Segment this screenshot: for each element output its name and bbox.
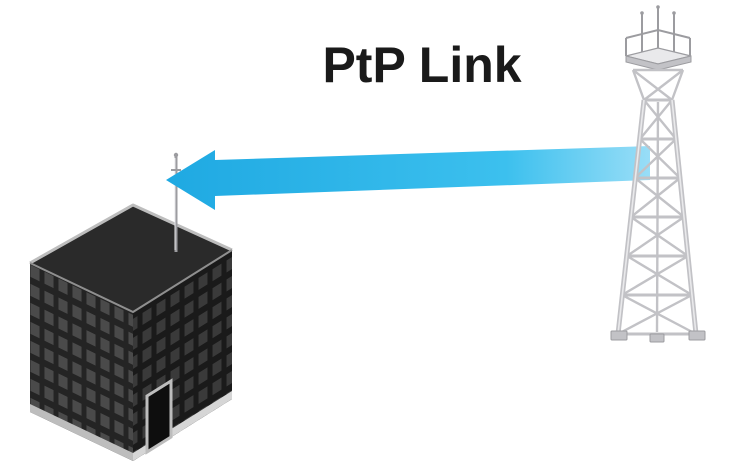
lattice-radio-tower (610, 5, 706, 343)
building-roof (30, 205, 232, 312)
ptp-link-arrow (166, 146, 650, 210)
building-cornice (29, 249, 233, 313)
building-base-left (30, 404, 133, 461)
building-roof-trim (29, 203, 233, 265)
tower-railing (625, 28, 691, 56)
tower-head-taper (631, 68, 685, 101)
building-door (145, 378, 173, 455)
diagram-title: PtP Link (322, 37, 522, 93)
link-arrow-shape (166, 146, 650, 210)
tower-lattice (615, 98, 699, 336)
tower-platform (625, 47, 692, 71)
rooftop-antenna-icon (171, 152, 181, 252)
office-building (29, 152, 233, 461)
tower-feet (610, 330, 706, 343)
tower-antennas-icon (640, 5, 676, 34)
building-left-windows (30, 263, 133, 461)
